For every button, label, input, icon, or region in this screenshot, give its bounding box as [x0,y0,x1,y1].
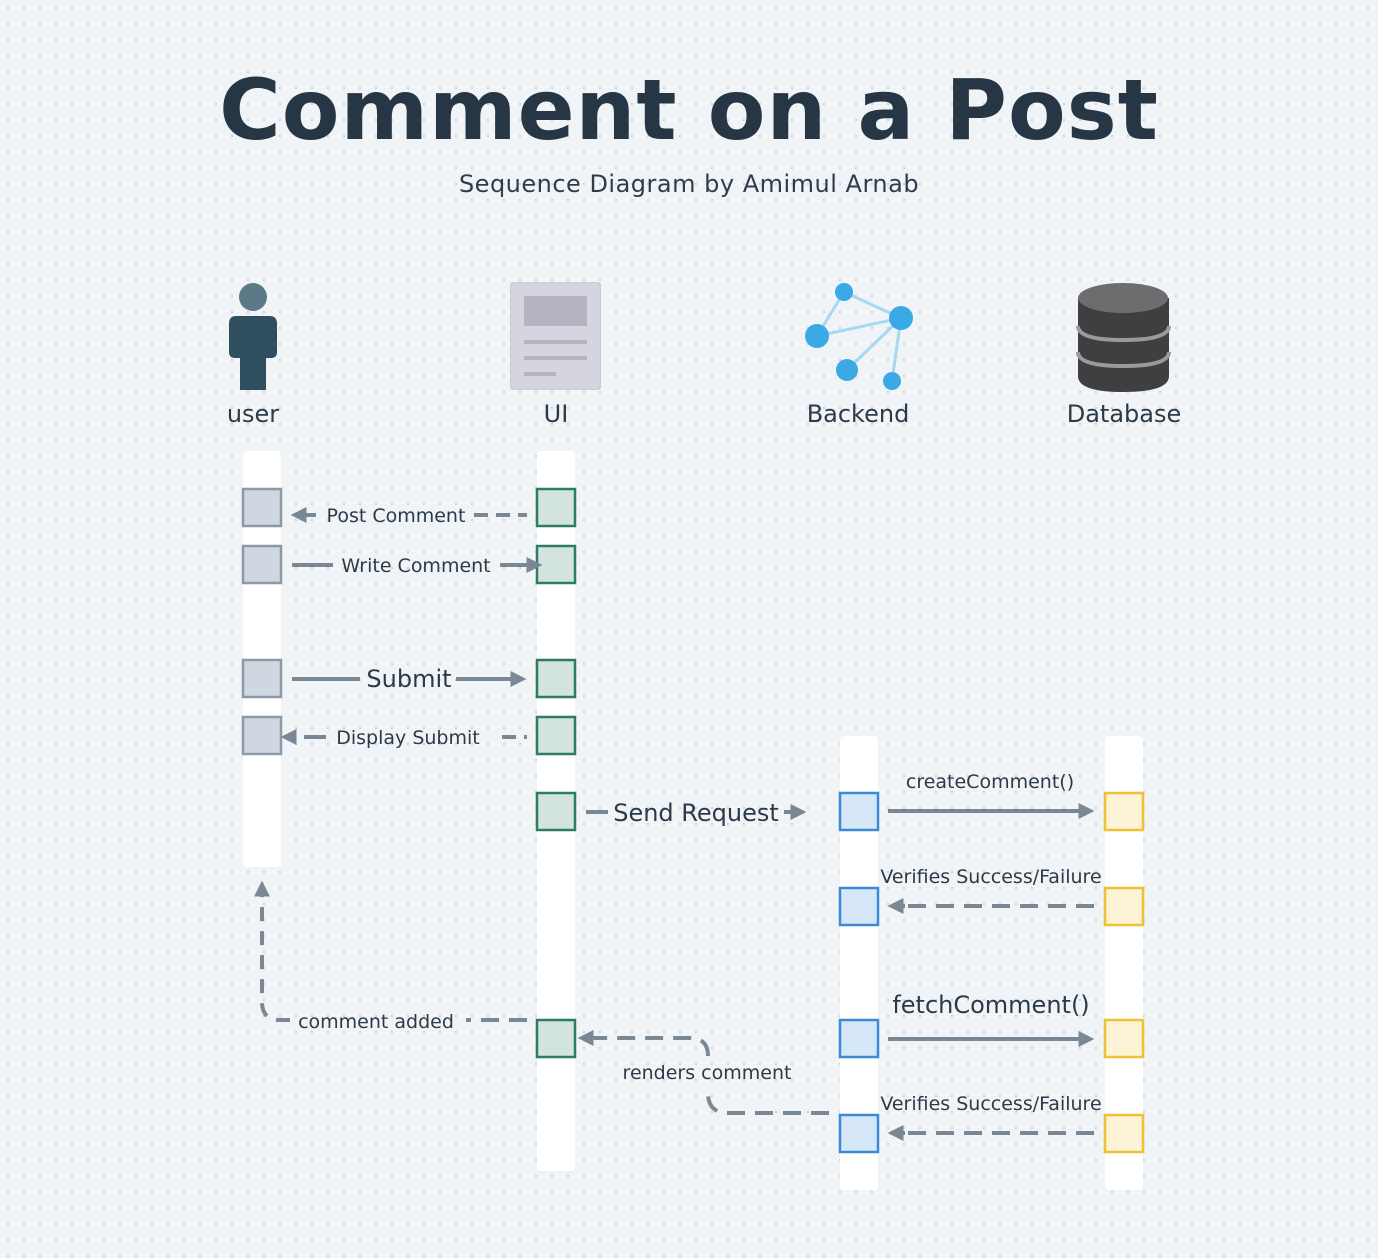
backend-activations [838,791,880,1154]
actor-label-ui: UI [544,400,569,428]
message-label: Submit [366,665,451,693]
lifeline-backend [840,736,878,1190]
message-label: createComment() [906,771,1074,793]
user-activations [241,487,283,756]
network-icon [805,283,913,390]
message-write-comment: Write Comment [292,555,543,577]
activation-box [535,791,577,832]
person-icon [229,283,277,390]
document-icon [510,282,601,390]
activation-box [535,715,577,756]
activation-box [535,658,577,699]
activation-box [535,544,577,585]
message-verifies-2: Verifies Success/Failure [880,1093,1102,1141]
actor-label-user: user [227,400,279,428]
message-display-submit: Display Submit [280,727,527,749]
message-label: Display Submit [336,727,479,749]
diagram-subtitle: Sequence Diagram by Amimul Arnab [458,170,920,198]
message-label: Post Comment [327,505,466,527]
activation-box [535,487,577,528]
message-label: fetchComment() [892,991,1089,1019]
message-send-request: Send Request [586,799,807,827]
activation-box [1103,886,1145,927]
message-comment-added: comment added [254,880,527,1033]
activation-box [1103,1113,1145,1154]
message-renders-comment: renders comment [577,1030,829,1115]
activation-box [838,791,880,832]
activation-box [241,487,283,528]
activation-box [838,1018,880,1059]
message-label: renders comment [623,1062,792,1084]
activation-box [1103,791,1145,832]
actor-label-database: Database [1067,400,1182,428]
message-label: comment added [298,1011,454,1033]
message-label: Verifies Success/Failure [880,866,1101,888]
activation-box [241,715,283,756]
lifeline-database [1105,736,1143,1190]
message-verifies-1: Verifies Success/Failure [880,866,1102,914]
activation-box [241,544,283,585]
message-fetch-comment: fetchComment() [888,991,1095,1047]
activation-box [241,658,283,699]
activation-box [838,886,880,927]
actor-label-backend: Backend [807,400,910,428]
activation-box [838,1113,880,1154]
message-label: Send Request [613,799,779,827]
message-label: Write Comment [341,555,490,577]
message-create-comment: createComment() [888,771,1095,819]
diagram-title: Comment on a Post [219,61,1159,159]
message-submit: Submit [292,665,527,693]
message-label: Verifies Success/Failure [880,1093,1101,1115]
activation-box [535,1018,577,1059]
message-post-comment: Post Comment [290,505,527,527]
activation-box [1103,1018,1145,1059]
database-activations [1103,791,1145,1154]
database-icon [1076,283,1171,392]
